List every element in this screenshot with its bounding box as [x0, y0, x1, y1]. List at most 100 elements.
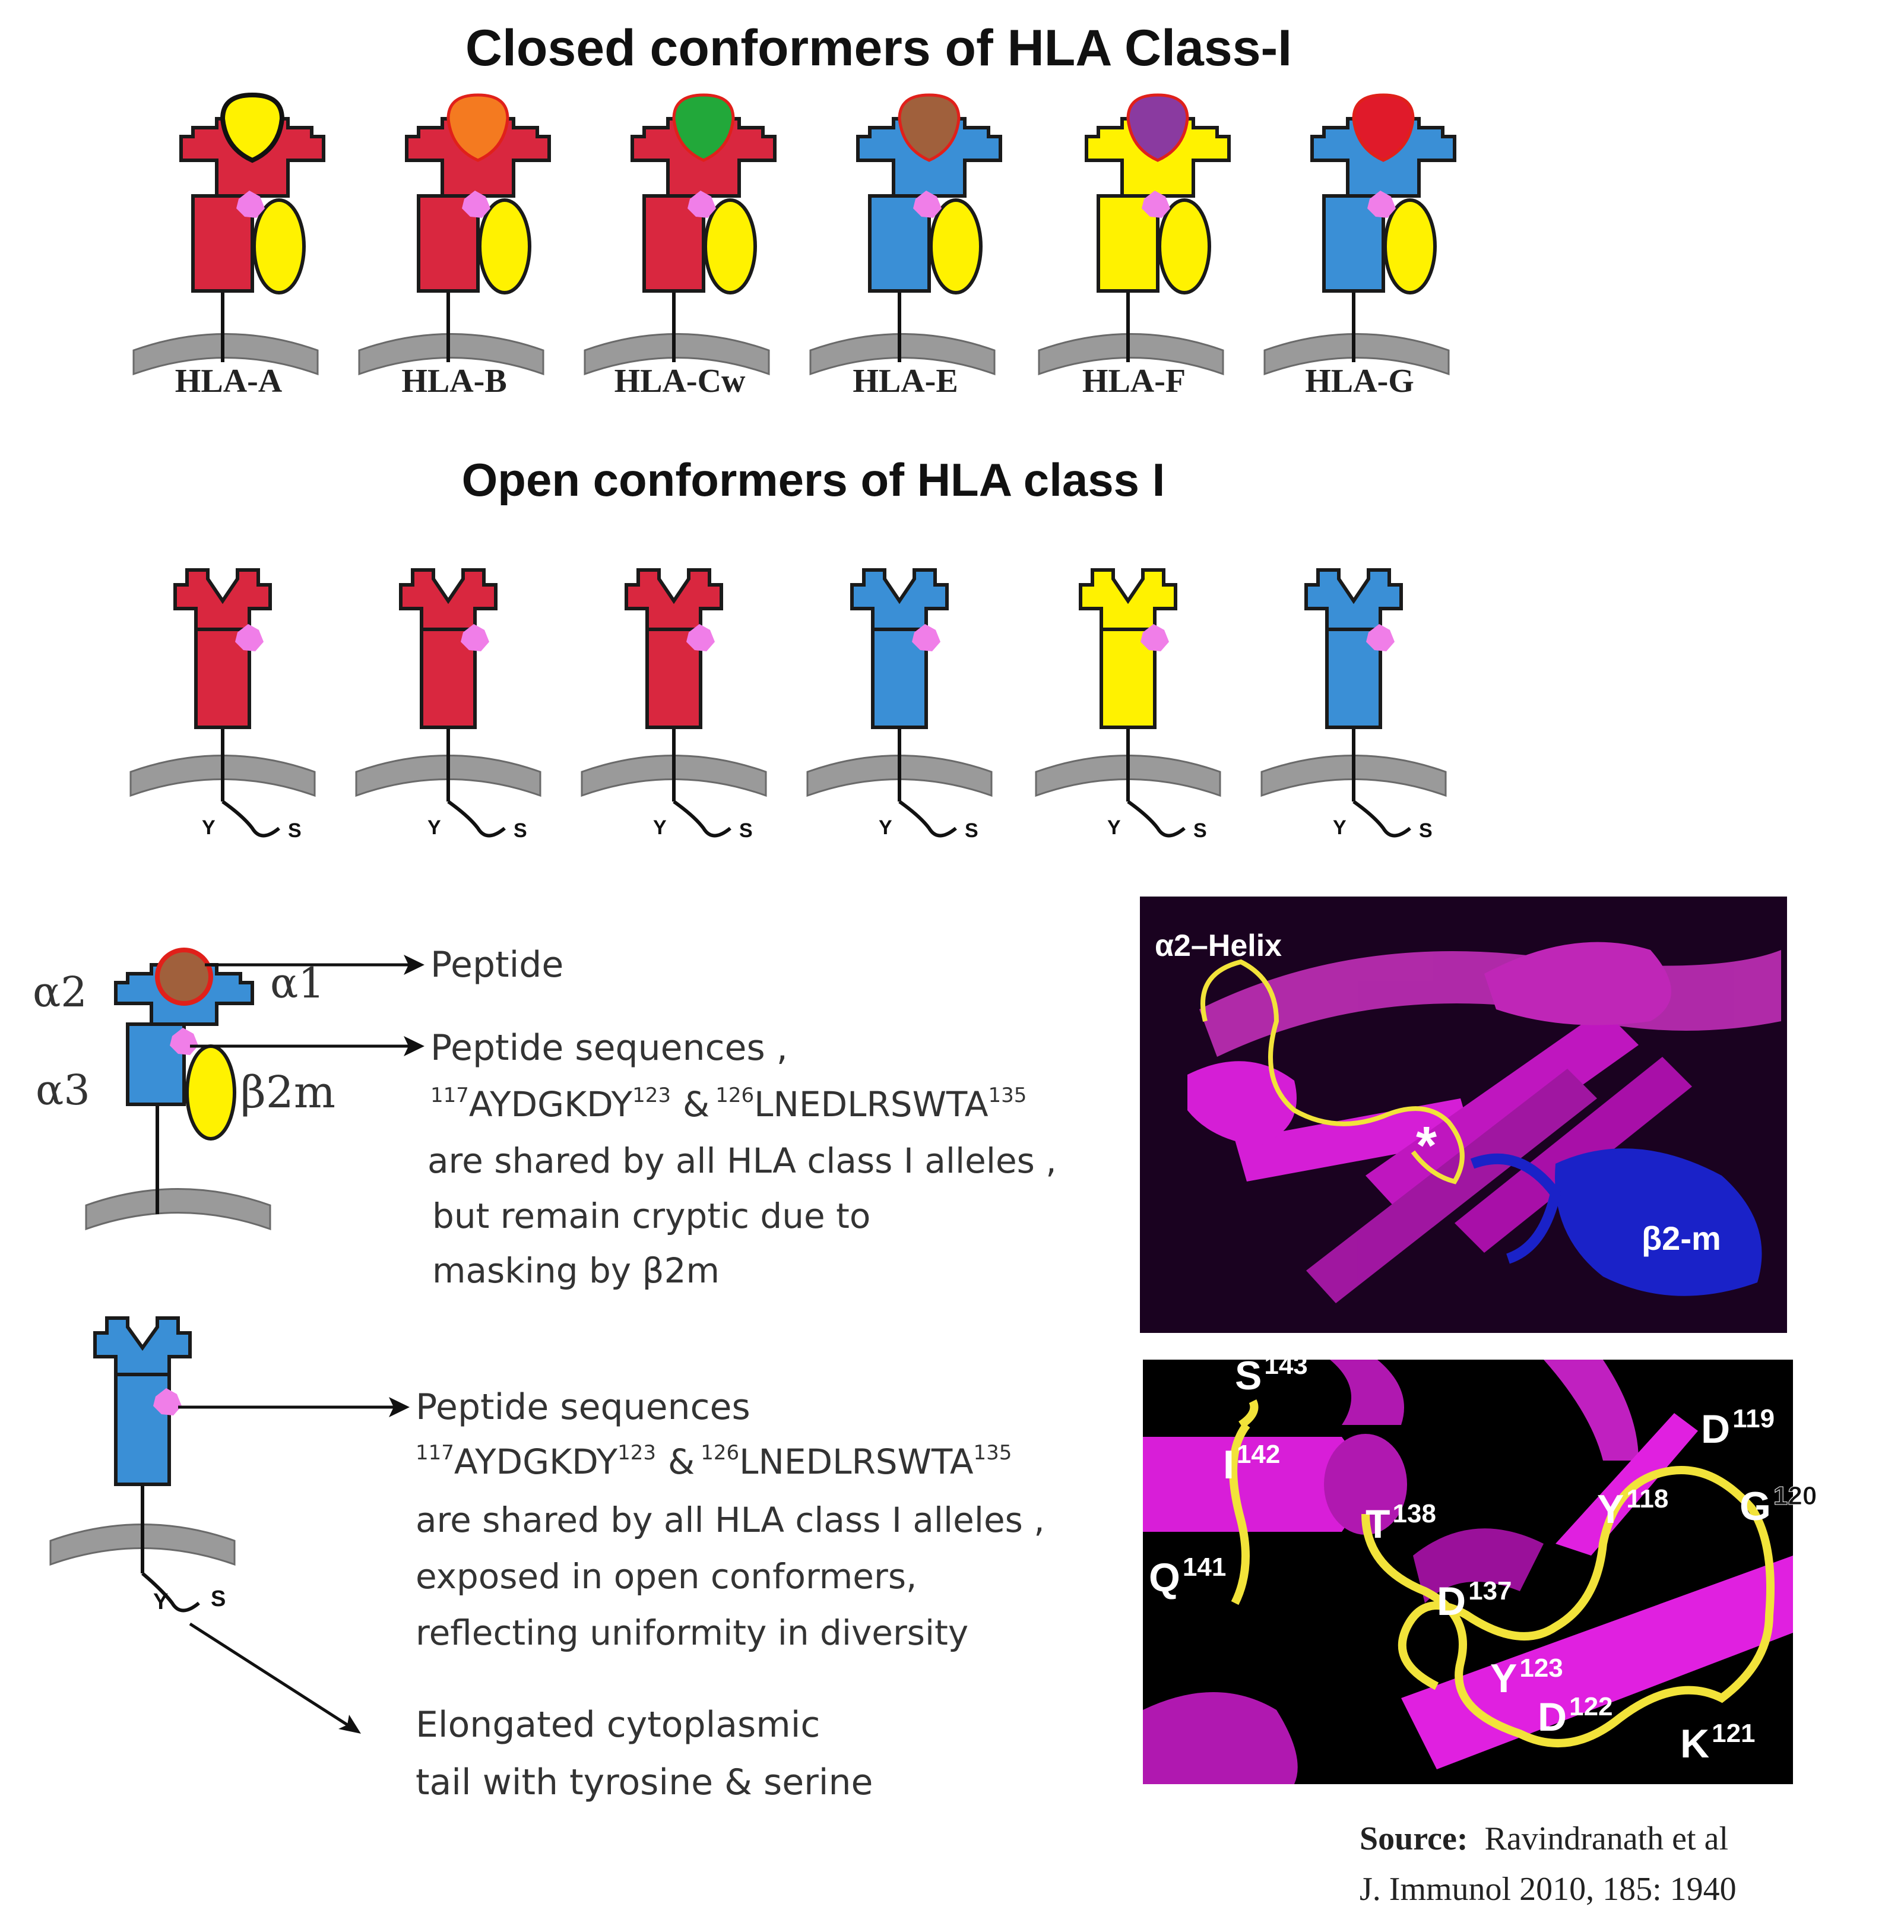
open-exposed-line: exposed in open conformers,	[416, 1556, 917, 1597]
tyrosine-letter: Y	[153, 1589, 168, 1614]
source-authors: Ravindranath et al	[1485, 1820, 1729, 1857]
epitope-icon	[1366, 624, 1395, 651]
residue-label: D122	[1538, 1692, 1613, 1740]
residue-labels: S143I142Q141T138D137Y123D122K121Y118D119…	[1149, 1351, 1817, 1766]
epitope-icon	[912, 624, 940, 651]
open-seq-title: Peptide sequences	[416, 1386, 750, 1428]
beta2m-icon	[478, 198, 531, 294]
residue-label: S143	[1235, 1351, 1308, 1398]
closed-cryptic-line: but remain cryptic due to	[432, 1196, 870, 1236]
peptide-icon	[898, 93, 961, 162]
open-uniformity-line: reflecting uniformity in diversity	[416, 1613, 968, 1653]
residue-label: I142	[1223, 1440, 1280, 1487]
allele-label: HLA-A	[175, 363, 283, 400]
closed-conformer-hla-g: HLA-G	[1263, 93, 1456, 400]
open-shared-line: are shared by all HLA class I alleles ,	[416, 1500, 1045, 1540]
peptide-icon	[1126, 93, 1189, 162]
serine-letter: S	[288, 819, 302, 842]
residue-label: Y118	[1597, 1484, 1668, 1532]
tail-callout-line1: Elongated cytoplasmic	[416, 1704, 820, 1746]
peptide-callout: Peptide	[430, 944, 563, 986]
tail-callout-line2: tail with tyrosine & serine	[416, 1762, 873, 1803]
loop-marker-star: *	[1416, 1116, 1437, 1176]
epitope-icon	[462, 191, 490, 218]
structure-panel-bottom: S143I142Q141T138D137Y123D122K121Y118D119…	[1143, 1351, 1817, 1784]
annotated-closed-conformer: α2 α1 α3 β2m Peptide Peptide sequences ,…	[33, 944, 1057, 1291]
beta2m-icon	[704, 198, 757, 294]
closed-seq-title: Peptide sequences ,	[430, 1027, 788, 1069]
cryptic-epitope-icon	[170, 1028, 198, 1055]
peptide-icon	[1352, 93, 1415, 162]
closed-shared-line: are shared by all HLA class I alleles ,	[427, 1141, 1057, 1181]
beta2m-icon	[929, 198, 983, 294]
alpha3-label: α3	[36, 1066, 90, 1114]
open-conformers-title: Open conformers of HLA class I	[462, 454, 1165, 506]
closed-conformer-hla-f: HLA-F	[1038, 93, 1231, 400]
source-journal: J. Immunol 2010, 185: 1940	[1360, 1871, 1737, 1908]
serine-letter: S	[739, 819, 753, 842]
exposed-epitope-icon	[153, 1388, 182, 1415]
tyrosine-letter: Y	[1333, 816, 1347, 839]
peptide-icon	[446, 93, 509, 162]
beta2m-icon	[1383, 198, 1437, 294]
residue-label: D119	[1701, 1404, 1775, 1452]
epitope-icon	[913, 191, 942, 218]
closed-conformers-title: Closed conformers of HLA Class-I	[465, 20, 1292, 77]
beta2m-structure-label: β2-m	[1642, 1220, 1721, 1257]
open-sequence-line: 117AYDGKDY123&126LNEDLRSWTA135	[416, 1441, 1012, 1482]
allele-label: HLA-B	[401, 363, 506, 400]
allele-label: HLA-Cw	[614, 363, 746, 400]
peptide-icon	[155, 948, 213, 1006]
epitope-icon	[236, 191, 265, 218]
annotated-open-conformer: Y S Peptide sequences 117AYDGKDY123&126L…	[49, 1316, 1045, 1803]
structure-panel-top: α2–Helix * β2-m	[1140, 897, 1787, 1333]
peptide-icon	[672, 93, 735, 162]
residue-label: Y123	[1490, 1654, 1563, 1701]
closed-conformer-hla-b: HLA-B	[358, 93, 551, 400]
epitope-icon	[688, 191, 716, 218]
alpha2-helix-label: α2–Helix	[1155, 929, 1282, 963]
tyrosine-letter: Y	[427, 816, 441, 839]
peptide-icon	[220, 92, 285, 163]
serine-letter: S	[514, 819, 527, 842]
tyrosine-letter: Y	[653, 816, 667, 839]
closed-conformer-row: HLA-A HLA-B HLA-Cw HLA-E HLA-F HLA-G	[132, 92, 1456, 400]
closed-masking-line: masking by β2m	[432, 1250, 720, 1291]
tyrosine-letter: Y	[202, 816, 216, 839]
source-label: Source:	[1360, 1820, 1468, 1857]
closed-conformer-hla-e: HLA-E	[809, 93, 1002, 400]
residue-label: T138	[1366, 1499, 1436, 1547]
serine-letter: S	[1419, 819, 1433, 842]
svg-text:Source: Ravindranath et: Source: Ravindranath et al	[1360, 1820, 1728, 1857]
allele-label: HLA-E	[853, 363, 958, 400]
residue-label: K121	[1680, 1719, 1756, 1766]
serine-letter: S	[965, 819, 978, 842]
closed-conformer-hla-cw: HLA-Cw	[584, 93, 777, 400]
alpha1-label: α1	[270, 959, 325, 1008]
allele-label: HLA-F	[1082, 363, 1186, 400]
beta2m-icon	[252, 198, 306, 294]
source-citation: Source: Ravindranath et al J. Immunol 20…	[1360, 1820, 1737, 1908]
tyrosine-letter: Y	[879, 816, 892, 839]
epitope-icon	[686, 624, 715, 651]
closed-sequence-line: 117AYDGKDY123&126LNEDLRSWTA135	[430, 1084, 1027, 1125]
closed-conformer-hla-a: HLA-A	[132, 92, 325, 400]
epitope-icon	[1367, 191, 1396, 218]
alpha2-label: α2	[33, 968, 87, 1016]
serine-letter: S	[211, 1586, 226, 1611]
beta2m-icon	[185, 1044, 236, 1141]
epitope-icon	[235, 624, 264, 651]
membrane	[85, 1188, 271, 1230]
beta2m-label: β2m	[240, 1067, 335, 1118]
epitope-icon	[461, 624, 489, 651]
residue-label: Q141	[1149, 1553, 1226, 1600]
serine-letter: S	[1193, 819, 1207, 842]
